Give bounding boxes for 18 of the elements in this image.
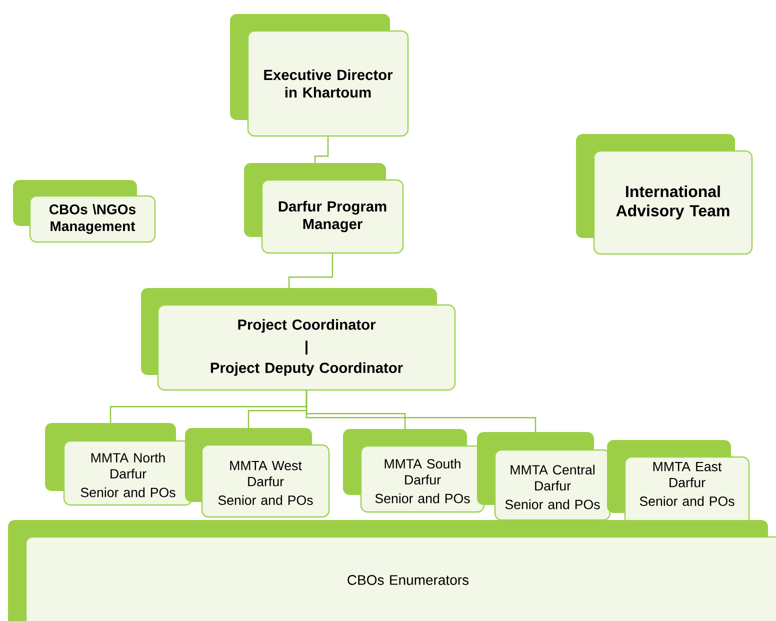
node-label: MMTA North Darfur — [91, 452, 165, 479]
node-label: MMTA Central Darfur — [510, 464, 594, 491]
org-box: International Advisory Team — [576, 134, 753, 255]
connector-line — [306, 390, 536, 432]
org-box: MMTA North Darfur Senior and POs — [45, 423, 193, 506]
org-box: MMTA Central Darfur Senior and POs — [477, 432, 611, 521]
org-box: CBOs Enumerators — [8, 520, 776, 621]
org-box: Project Coordinator | Project Deputy Coordinator — [141, 288, 456, 391]
org-box: MMTA West Darfur Senior and POs — [185, 428, 330, 518]
org-box: Executive Director in Khartoum — [230, 14, 409, 137]
node-label: Senior and POs — [505, 499, 600, 510]
node-label: Senior and POs — [80, 487, 176, 498]
org-box: CBOs \NGOs Management — [13, 180, 156, 243]
connector-line — [288, 254, 334, 288]
org-box: Darfur Program Manager — [244, 163, 404, 254]
connector-line — [314, 136, 329, 163]
org-box: MMTA South Darfur Senior and POs — [343, 429, 485, 513]
node-label: Senior and POs — [375, 493, 470, 504]
